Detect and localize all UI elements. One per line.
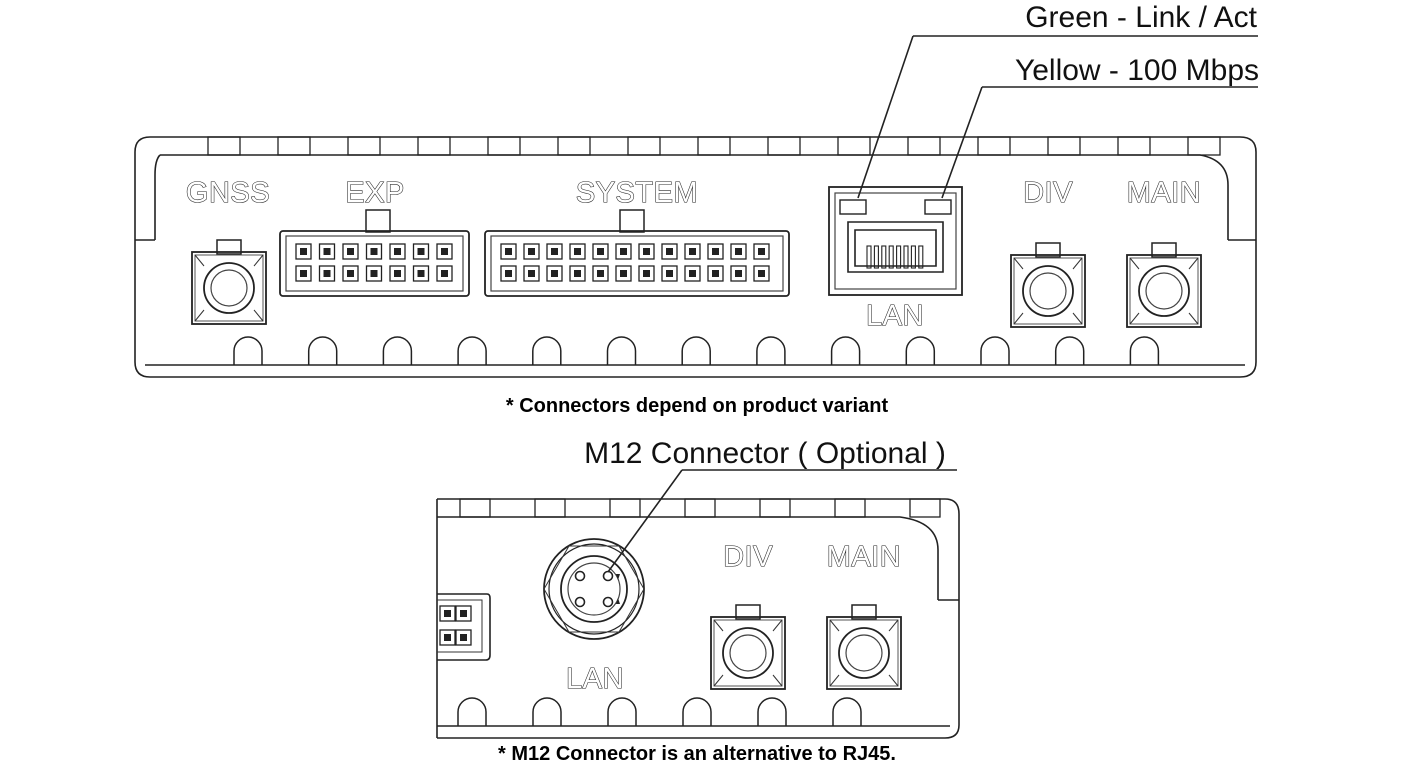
bottom-main-connector [826, 604, 902, 690]
lan-label: LAN [866, 300, 924, 332]
system-connector [484, 209, 790, 297]
rj45-lan-connector [828, 186, 963, 296]
m12-callout-text: M12 Connector ( Optional ) [584, 437, 946, 470]
bottom-main-label: MAIN [827, 541, 902, 573]
div-label: DIV [1023, 177, 1073, 209]
div-connector [1010, 242, 1086, 328]
gnss-label: GNSS [186, 177, 270, 209]
main-label: MAIN [1127, 177, 1202, 209]
system-label: SYSTEM [576, 177, 698, 209]
bottom-div-connector [710, 604, 786, 690]
bottom-housing [436, 498, 960, 739]
green-led [839, 199, 867, 215]
bottom-note: * M12 Connector is an alternative to RJ4… [498, 743, 896, 765]
top-housing [134, 136, 1257, 378]
main-connector [1126, 242, 1202, 328]
top-note: * Connectors depend on product variant [506, 395, 889, 417]
yellow-led [924, 199, 952, 215]
top-panel: GNSS EXP SYSTEM LAN DIV MAIN [134, 1, 1259, 417]
yellow-led-callout: Yellow - 100 Mbps [941, 54, 1259, 199]
exp-label: EXP [345, 177, 405, 209]
m12-lan-connector [543, 538, 645, 640]
exp-connector [279, 209, 470, 297]
m12-callout: M12 Connector ( Optional ) [584, 437, 957, 573]
partial-system-connector [437, 593, 491, 661]
gnss-connector [191, 239, 267, 325]
bottom-panel: LAN DIV MAIN M12 Connector ( Optional ) … [436, 437, 960, 765]
bottom-div-label: DIV [723, 541, 773, 573]
m12-lan-label: LAN [566, 663, 624, 695]
green-callout-text: Green - Link / Act [1025, 1, 1257, 34]
green-led-callout: Green - Link / Act [857, 1, 1258, 199]
yellow-callout-text: Yellow - 100 Mbps [1015, 54, 1259, 87]
